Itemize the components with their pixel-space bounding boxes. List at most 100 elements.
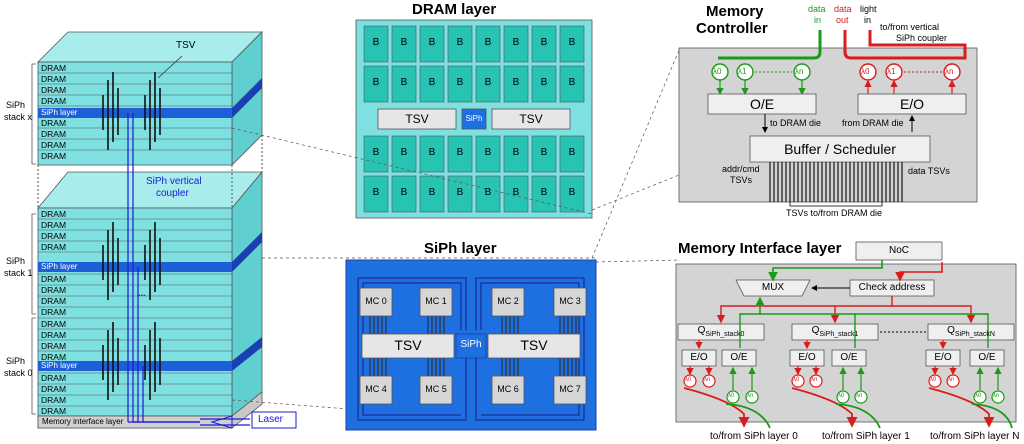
from-dram-label: from DRAM die (842, 118, 904, 128)
dram-layer-label: DRAM (41, 296, 67, 306)
laser-box (251, 411, 297, 429)
siph-layer-stack-x (38, 108, 232, 118)
dram-layer-label: DRAM (41, 319, 67, 329)
mc-lambda0-g: λ0 (713, 67, 722, 76)
mc-lambda0-r: λ0 (861, 67, 870, 76)
dram-bank (363, 175, 389, 213)
dram-bank-label: B (540, 187, 548, 198)
laser-label: Laser (258, 414, 284, 425)
mc-oe-box (707, 93, 817, 115)
mi-r-l0-0: λ0 (685, 377, 692, 383)
dram-layer-label: DRAM (41, 330, 67, 340)
siph-layer-panel (345, 259, 597, 431)
oe-1-box (831, 349, 867, 367)
siph-tsv-right-label: TSV (520, 337, 548, 353)
dram-bank (559, 135, 585, 173)
dram-bank (447, 65, 473, 103)
dram-bank (391, 135, 417, 173)
dram-bank-label: B (456, 77, 464, 88)
addr-cmd-label-2: TSVs (730, 175, 753, 185)
siph-layer-label-0: SiPh layer (41, 361, 78, 370)
dram-bank (447, 135, 473, 173)
eo-1-box (789, 349, 825, 367)
data-out-label-2: out (836, 15, 849, 25)
dram-layer-label: DRAM (41, 209, 67, 219)
mc-1-box (419, 287, 453, 317)
dram-layer-panel (355, 19, 593, 219)
siph-layer-label-x: SiPh layer (41, 108, 78, 117)
coupler-dest-label-2: SiPh coupler (896, 33, 948, 43)
dram-layer-label: DRAM (41, 341, 67, 351)
dram-bank (475, 175, 501, 213)
dram-bank (363, 25, 389, 63)
light-in-label-2: in (864, 15, 872, 25)
dram-bank-label: B (456, 147, 464, 158)
addr-cmd-label-1: addr/cmd (722, 164, 760, 174)
siph-layer-stack-1 (38, 262, 232, 272)
dram-layer-label: DRAM (41, 96, 67, 106)
siph-tsv-left (361, 333, 455, 359)
dram-layer-label: DRAM (41, 140, 67, 150)
dram-bank-label: B (400, 37, 408, 48)
mc-1-label: MC 1 (425, 296, 447, 306)
dram-bank-label: B (400, 77, 408, 88)
mc-7-label: MC 7 (559, 384, 581, 394)
q-stackN-q: Q (947, 325, 955, 336)
dram-bank (391, 25, 417, 63)
dram-bank (419, 135, 445, 173)
dram-bank-label: B (512, 187, 520, 198)
memory-controller-panel (678, 30, 978, 207)
eo-0-box (681, 349, 717, 367)
mc-5-box (419, 375, 453, 405)
data-in-label-1: data (808, 4, 826, 14)
dram-bank (419, 175, 445, 213)
dram-bank (475, 135, 501, 173)
check-address-label: Check address (858, 282, 926, 293)
oe-0-box (721, 349, 757, 367)
dram-layer-label: DRAM (41, 242, 67, 252)
dram-bank (559, 65, 585, 103)
dram-bank (531, 25, 557, 63)
mc-title-1: Memory (706, 3, 764, 20)
dram-layer-label: DRAM (41, 118, 67, 128)
dram-layer-label: DRAM (41, 63, 67, 73)
dram-bank (503, 25, 529, 63)
q-stack1-label: QSiPh_stack1 (792, 325, 878, 338)
tsvs-to-dram-label: TSVs to/from DRAM die (786, 208, 883, 218)
mc-title-2: Controller (696, 20, 768, 37)
dram-bank (531, 135, 557, 173)
mux-label: MUX (761, 282, 785, 293)
dram-bank-label: B (484, 37, 492, 48)
tsv-bars (102, 72, 161, 400)
mc-eo-label: E/O (899, 96, 925, 112)
q-stack0-label: QSiPh_stack0 (678, 325, 764, 338)
out-siph-1-label: to/from SiPh layer 1 (822, 431, 910, 442)
mc-6-box (491, 375, 525, 405)
stack-x-label-2: stack x (4, 112, 33, 122)
dram-bank-label: B (512, 77, 520, 88)
memory-interface-layer-label: Memory interface layer (42, 417, 124, 426)
stack-ellipsis: ... (138, 288, 146, 298)
q-stack1-q: Q (811, 325, 820, 336)
memory-interface-title: Memory Interface layer (678, 240, 842, 257)
dram-bank-label: B (372, 77, 380, 88)
mc-4-label: MC 4 (365, 384, 387, 394)
mc-eo-box (857, 93, 967, 115)
mi-r-l0-n: λ0 (930, 377, 937, 383)
dram-bank (531, 65, 557, 103)
mi-g-l0-1: λ0 (838, 393, 845, 399)
q-stack1-sub: SiPh_stack1 (819, 331, 859, 338)
dram-bank-label: B (428, 147, 436, 158)
siph-layer-title: SiPh layer (424, 240, 497, 257)
dram-layer-label: DRAM (41, 274, 67, 284)
mi-r-ln-1: λn (811, 377, 818, 383)
stack-0-label-1: SiPh (6, 356, 26, 366)
q-stack1-box (791, 323, 879, 341)
dram-bank-label: B (568, 37, 576, 48)
coupler-label-2: coupler (156, 188, 189, 199)
dram-bank-label: B (428, 187, 436, 198)
dram-tsv-right-label: TSV (519, 112, 543, 126)
dram-layer-label: DRAM (41, 129, 67, 139)
dram-layer-label: DRAM (41, 384, 67, 394)
dram-bank-label: B (456, 37, 464, 48)
